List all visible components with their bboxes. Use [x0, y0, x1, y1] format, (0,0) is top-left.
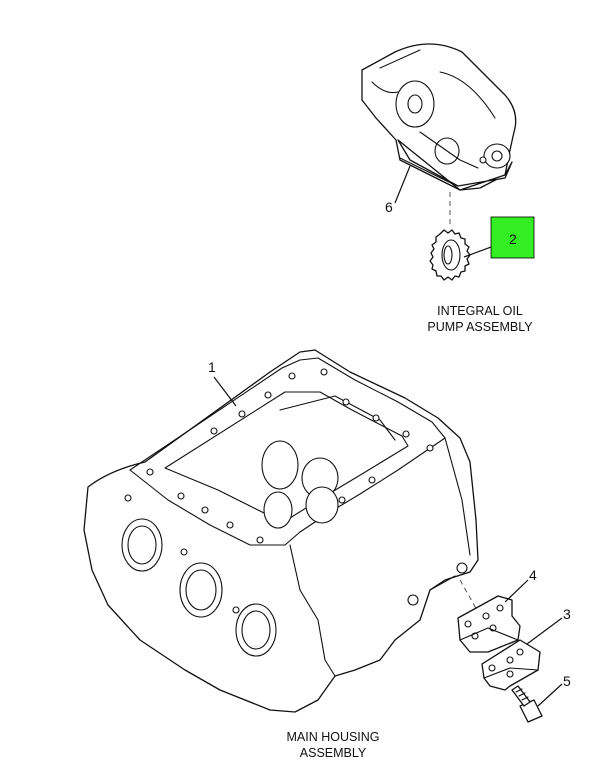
pump-caption-line2: PUMP ASSEMBLY [427, 320, 533, 334]
leader-3 [526, 617, 563, 645]
housing-caption-line2: ASSEMBLY [300, 746, 367, 760]
callout-1[interactable]: 1 [208, 359, 216, 375]
callout-3[interactable]: 3 [563, 606, 571, 622]
oil-pump-body[interactable] [361, 43, 517, 191]
callout-4[interactable]: 4 [529, 567, 537, 583]
bracket-part-4[interactable] [457, 595, 521, 653]
main-housing[interactable] [83, 349, 479, 713]
callout-5[interactable]: 5 [563, 673, 571, 689]
leader-4 [504, 579, 529, 603]
assembly-line-housing [459, 579, 479, 613]
callout-6[interactable]: 6 [385, 199, 393, 215]
part-2-highlight[interactable] [490, 216, 535, 259]
bracket-part-3[interactable] [481, 639, 541, 691]
housing-caption-line1: MAIN HOUSING [286, 730, 379, 744]
callout-2[interactable]: 2 [509, 231, 517, 247]
pump-caption-line1: INTEGRAL OIL [437, 304, 523, 318]
oil-pump-gear[interactable] [429, 229, 471, 281]
leader-6 [394, 165, 411, 204]
bolt-part-5[interactable] [511, 685, 543, 723]
leader-5 [537, 683, 563, 707]
leader-1 [213, 376, 237, 407]
